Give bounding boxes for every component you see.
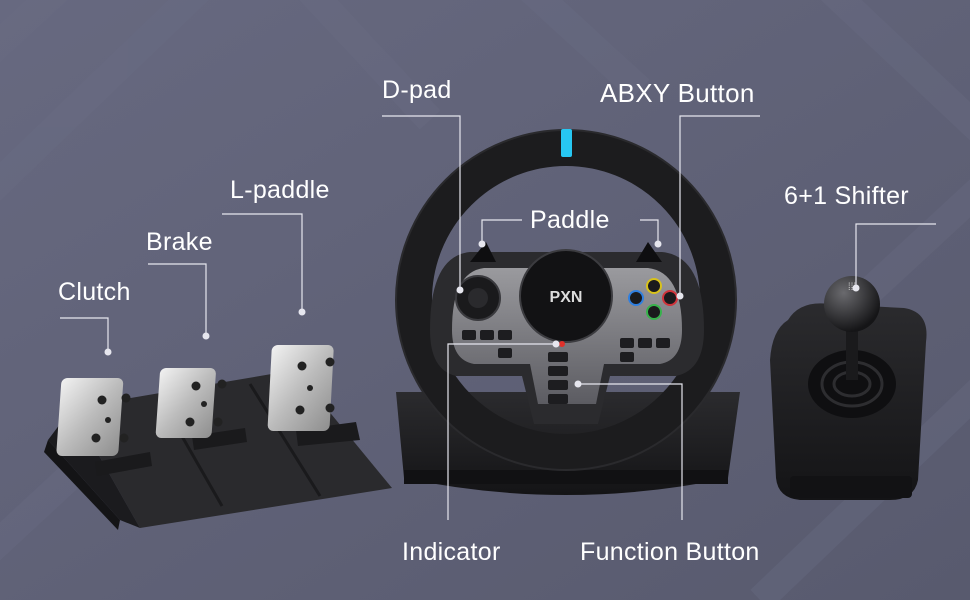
label-clutch: Clutch — [58, 278, 131, 306]
label-brake: Brake — [146, 228, 213, 256]
label-function-button: Function Button — [580, 538, 760, 566]
shifter-boot — [808, 350, 896, 418]
label-shifter: 6+1 Shifter — [784, 182, 909, 210]
brake-pedal — [155, 368, 247, 450]
label-dpad: D-pad — [382, 76, 452, 104]
function-buttons — [548, 352, 568, 404]
indicator-led — [559, 341, 565, 347]
leader-dots — [104, 240, 860, 388]
steering-wheel: PXN — [395, 129, 740, 495]
side-buttons — [462, 330, 670, 362]
leader-lines — [60, 115, 936, 520]
logo-text: PXN — [550, 289, 583, 306]
gas-pedal — [267, 345, 360, 446]
label-abxy-button: ABXY Button — [600, 78, 755, 108]
center-logo: PXN — [519, 249, 613, 343]
knob-pattern-icon: ⁞⁞⁞ — [848, 282, 856, 293]
shifter-stick — [846, 326, 858, 380]
label-paddle: Paddle — [530, 206, 610, 234]
clutch-pedal — [56, 378, 152, 476]
label-l-paddle: L-paddle — [230, 176, 330, 204]
right-paddle — [636, 242, 662, 262]
left-paddle — [470, 242, 496, 262]
label-indicator: Indicator — [402, 538, 501, 566]
shifter-knob — [824, 276, 880, 332]
abxy-buttons — [628, 278, 678, 320]
gear-shifter: ⁞⁞⁞ — [770, 276, 927, 500]
d-pad — [455, 275, 501, 321]
center-marker — [561, 129, 572, 157]
pedal-set — [44, 345, 392, 530]
